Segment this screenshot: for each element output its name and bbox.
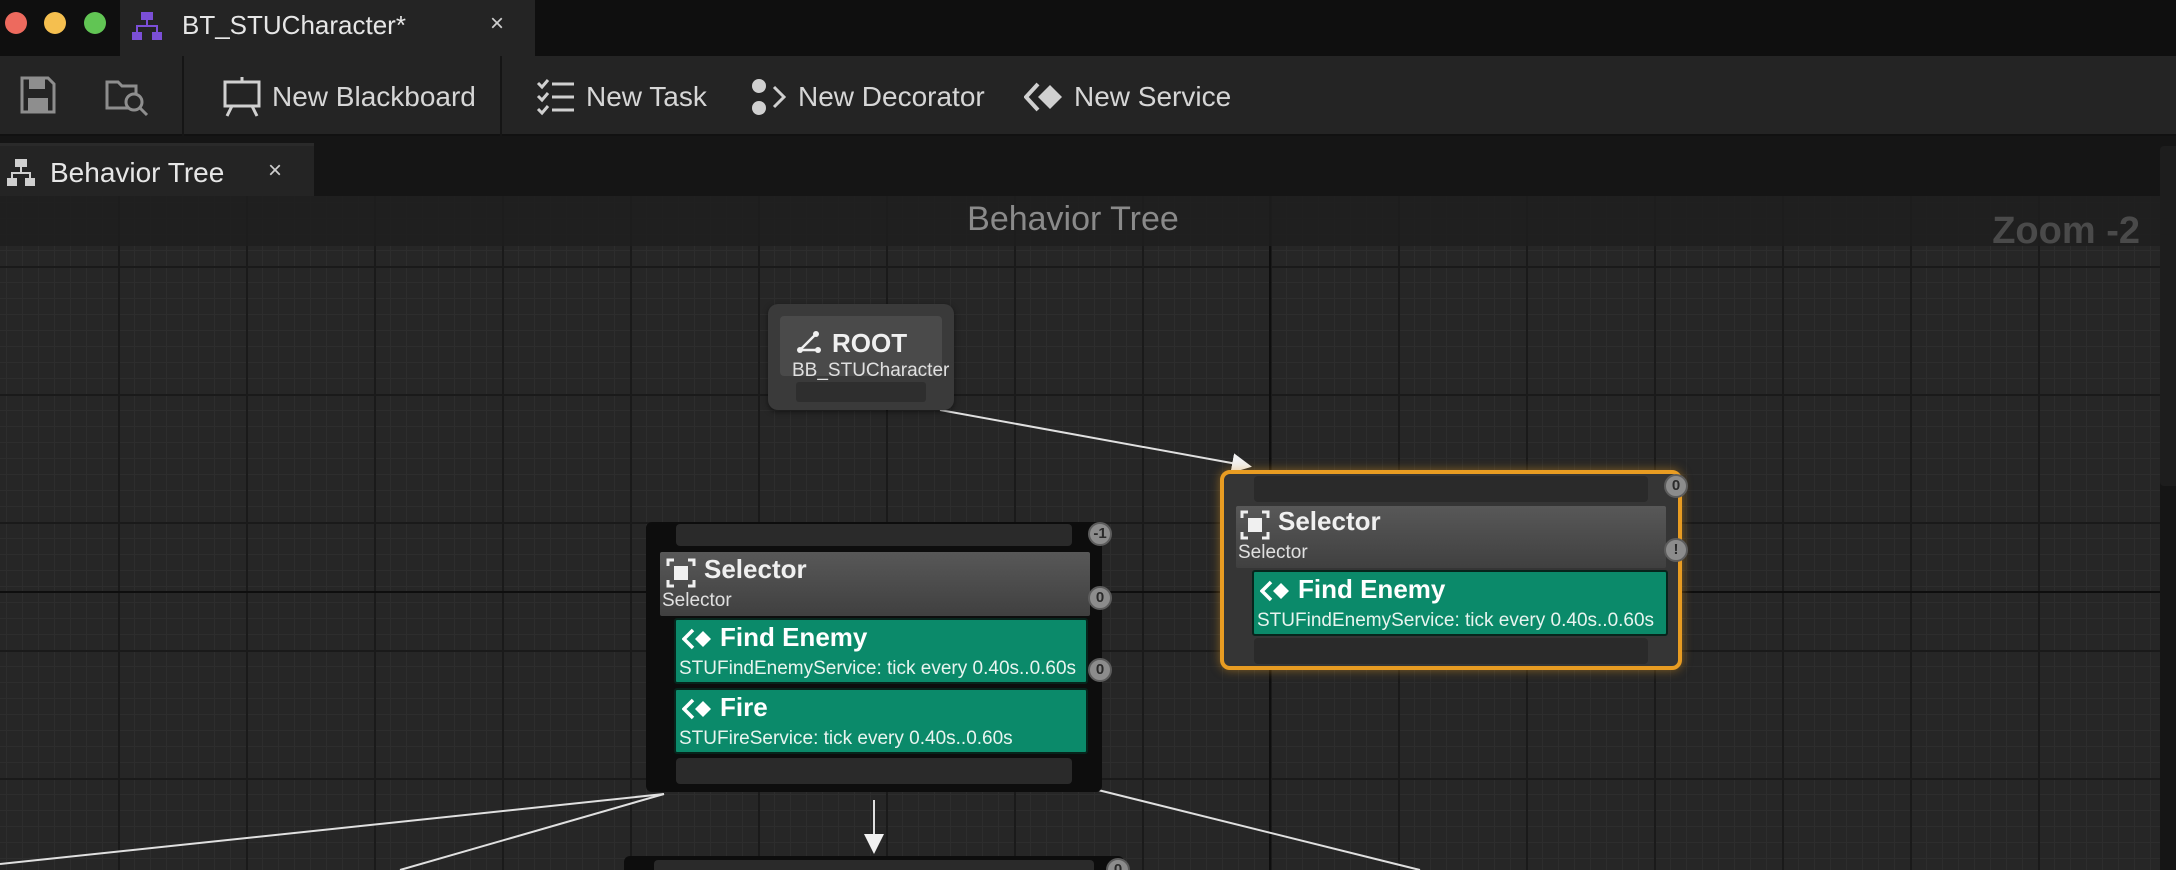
wire-selector-child-1 bbox=[0, 793, 665, 865]
selected-selector-node[interactable]: Selector Selector Find Enemy STUFindEnem… bbox=[1220, 470, 1682, 670]
service-title: Find Enemy bbox=[1298, 574, 1446, 604]
tab-behavior-tree[interactable]: Behavior Tree × bbox=[0, 143, 314, 196]
root-icon bbox=[797, 331, 821, 353]
behavior-tree-icon bbox=[132, 12, 162, 40]
selector-header: Selector Selector bbox=[660, 552, 1090, 616]
service-description: STUFindEnemyService: tick every 0.40s..0… bbox=[679, 658, 1077, 679]
document-title: BT_STUCharacter* bbox=[182, 10, 406, 40]
wire-root-to-selector bbox=[939, 409, 1252, 473]
service-icon bbox=[682, 628, 711, 650]
selector-title: Selector bbox=[1278, 506, 1381, 536]
service-title: Find Enemy bbox=[720, 622, 868, 652]
new-service-button[interactable]: New Service bbox=[1024, 74, 1231, 120]
root-node-body: ROOT BB_STUCharacter bbox=[780, 316, 949, 381]
browse-icon bbox=[105, 80, 149, 117]
browse-button[interactable] bbox=[104, 74, 152, 120]
new-task-button[interactable]: New Task bbox=[536, 74, 707, 120]
panel-tab-bar: Behavior Tree × bbox=[0, 138, 2176, 196]
toolbar: New Blackboard New Task New Decorator bbox=[0, 56, 2176, 136]
child-node[interactable] bbox=[624, 856, 1124, 870]
service-title: Fire bbox=[720, 692, 768, 722]
save-button[interactable] bbox=[18, 74, 66, 120]
tab-close-icon[interactable]: × bbox=[268, 157, 283, 184]
service-fire[interactable]: Fire STUFireService: tick every 0.40s..0… bbox=[674, 688, 1088, 754]
warning-badge: ! bbox=[1664, 538, 1688, 562]
execution-order-badge: 0 bbox=[1664, 474, 1688, 498]
selector-node[interactable]: Selector Selector Find Enemy STUFindEnem… bbox=[646, 522, 1102, 792]
wire-selector-child-4 bbox=[1089, 787, 1421, 870]
new-service-label: New Service bbox=[1074, 81, 1232, 112]
document-tab-close-icon[interactable]: × bbox=[490, 10, 505, 37]
blackboard-icon bbox=[223, 77, 261, 117]
new-task-label: New Task bbox=[586, 81, 707, 112]
tab-behavior-tree-label: Behavior Tree bbox=[50, 157, 225, 188]
window-maximize-button[interactable] bbox=[84, 12, 106, 34]
selector-output-pin[interactable] bbox=[676, 758, 1072, 784]
selector-title: Selector bbox=[704, 554, 807, 584]
decorator-icon bbox=[752, 79, 787, 115]
root-output-pin[interactable] bbox=[796, 382, 926, 402]
window-minimize-button[interactable] bbox=[44, 12, 66, 34]
graph-title: Behavior Tree bbox=[967, 200, 1179, 238]
selector-input-pin[interactable] bbox=[676, 524, 1072, 546]
zoom-level: Zoom -2 bbox=[1992, 210, 2140, 252]
root-title: ROOT bbox=[832, 328, 908, 358]
save-icon bbox=[20, 76, 56, 114]
document-tab[interactable]: BT_STUCharacter* × bbox=[120, 0, 535, 56]
child-node-input-pin[interactable] bbox=[654, 860, 1094, 870]
execution-order-badge: 0 bbox=[1088, 586, 1112, 610]
root-node[interactable]: ROOT BB_STUCharacter bbox=[768, 304, 954, 410]
toolbar-separator bbox=[182, 56, 184, 136]
toolbar-separator bbox=[500, 56, 502, 136]
new-decorator-label: New Decorator bbox=[798, 81, 985, 112]
execution-order-badge: -1 bbox=[1088, 522, 1112, 546]
service-icon bbox=[682, 698, 711, 720]
graph-header: Behavior Tree bbox=[0, 196, 2160, 246]
new-blackboard-button[interactable]: New Blackboard bbox=[222, 74, 476, 120]
selector-icon bbox=[1240, 510, 1270, 540]
service-description: STUFindEnemyService: tick every 0.40s..0… bbox=[1257, 610, 1655, 631]
task-list-icon bbox=[536, 79, 574, 116]
selector-input-pin[interactable] bbox=[1254, 476, 1648, 502]
execution-order-badge: 0 bbox=[1088, 658, 1112, 682]
behavior-tree-icon bbox=[7, 159, 35, 186]
side-panel-collapsed-strip[interactable] bbox=[2160, 146, 2176, 486]
title-bar: BT_STUCharacter* × bbox=[0, 0, 2176, 56]
graph-wires bbox=[0, 409, 1421, 870]
service-description: STUFireService: tick every 0.40s..0.60s bbox=[679, 728, 1013, 749]
new-blackboard-label: New Blackboard bbox=[272, 81, 476, 112]
service-icon bbox=[1260, 580, 1289, 602]
window-close-button[interactable] bbox=[5, 12, 27, 34]
graph-canvas[interactable]: Behavior Tree Zoom -2 ROOT BB_STUCharact… bbox=[0, 196, 2160, 870]
selector-output-pin[interactable] bbox=[1254, 638, 1648, 664]
root-blackboard: BB_STUCharacter bbox=[792, 360, 950, 381]
selector-subtitle: Selector bbox=[1238, 542, 1308, 563]
selector-icon bbox=[666, 558, 696, 588]
selector-subtitle: Selector bbox=[662, 590, 732, 611]
service-find-enemy[interactable]: Find Enemy STUFindEnemyService: tick eve… bbox=[674, 618, 1088, 684]
wire-selector-child-2 bbox=[399, 793, 665, 870]
service-icon bbox=[1024, 82, 1062, 112]
selector-header: Selector Selector bbox=[1236, 506, 1666, 568]
service-find-enemy[interactable]: Find Enemy STUFindEnemyService: tick eve… bbox=[1252, 570, 1668, 636]
new-decorator-button[interactable]: New Decorator bbox=[750, 74, 985, 120]
